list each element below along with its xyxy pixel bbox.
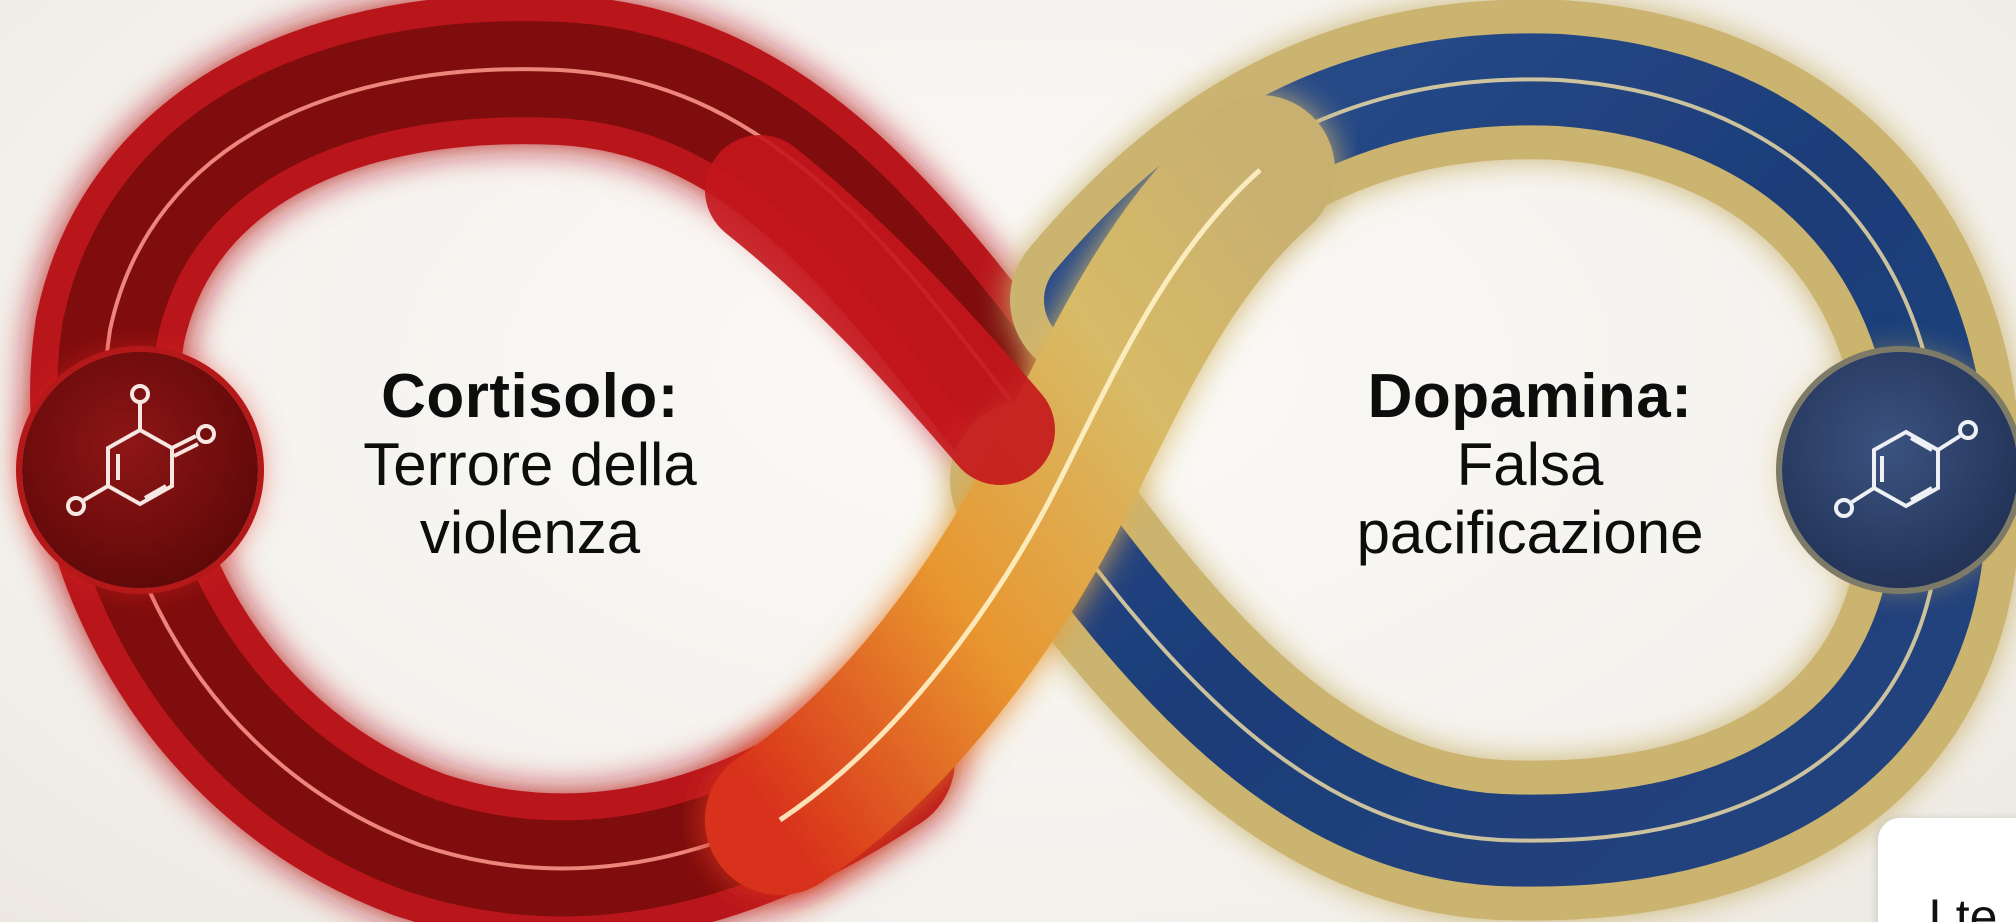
cortisol-label: Cortisolo: Terrore della violenza [300,362,760,566]
caption-partial-text: I te [1928,889,1998,922]
dopamine-line-1: Falsa [1456,431,1604,499]
dopamine-label: Dopamina: Falsa pacificazione [1270,362,1790,566]
crossing-strand [705,95,1335,895]
caption-card: I te [1878,818,2016,922]
dopamine-title: Dopamina: [1367,362,1693,431]
cortisol-title: Cortisolo: [381,362,679,431]
upper-red-strand [705,135,1055,485]
cortisol-line-1: Terrore della [363,431,697,499]
molecule-quinone-icon [66,384,216,516]
molecule-phenol-icon [1834,420,1978,518]
cortisol-line-2: violenza [419,498,641,566]
cortisol-badge [22,352,258,588]
dopamine-badge [1782,352,2016,588]
cortisol-loop [30,0,1085,922]
dopamine-line-2: pacificazione [1356,498,1704,566]
